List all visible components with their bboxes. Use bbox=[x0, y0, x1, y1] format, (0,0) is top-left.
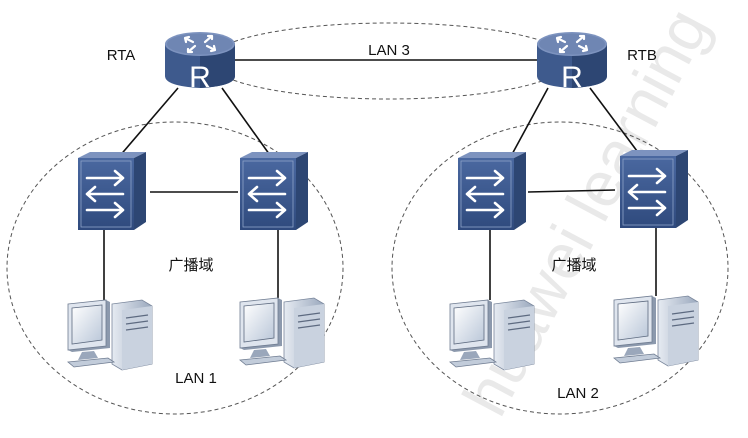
link-rtb-sw3 bbox=[509, 87, 549, 159]
switch-icon-left-1 bbox=[76, 150, 148, 232]
label-lan2: LAN 2 bbox=[557, 385, 599, 402]
link-rtb-sw4 bbox=[589, 87, 641, 156]
label-rtb: RTB bbox=[627, 47, 657, 64]
router-rta-glyph: R bbox=[189, 61, 211, 94]
lan3-ellipse bbox=[208, 22, 570, 100]
link-sw3-sw4 bbox=[527, 189, 616, 193]
switch-icon-right-1 bbox=[456, 150, 528, 232]
pc-icon-left-1 bbox=[67, 299, 153, 371]
broadcast-domain-right bbox=[391, 121, 729, 415]
router-rta: R bbox=[163, 30, 237, 94]
label-rta: RTA bbox=[107, 47, 136, 64]
switch-icon-left-2 bbox=[238, 150, 310, 232]
pc-icon-right-1 bbox=[449, 299, 535, 371]
broadcast-domain-left bbox=[6, 121, 344, 415]
router-rtb: R bbox=[535, 30, 609, 94]
link-rta-sw1 bbox=[117, 87, 179, 159]
pc-icon-right-2 bbox=[613, 295, 699, 367]
router-rtb-glyph: R bbox=[561, 61, 583, 94]
link-rta-sw2 bbox=[221, 87, 273, 159]
label-broadcast-left: 广播域 bbox=[168, 257, 213, 274]
switch-icon-right-2 bbox=[618, 148, 690, 230]
label-lan3: LAN 3 bbox=[368, 42, 410, 59]
links bbox=[103, 59, 657, 300]
pc-icon-left-2 bbox=[239, 297, 325, 369]
label-broadcast-right: 广播域 bbox=[551, 257, 596, 274]
label-lan1: LAN 1 bbox=[175, 370, 217, 387]
